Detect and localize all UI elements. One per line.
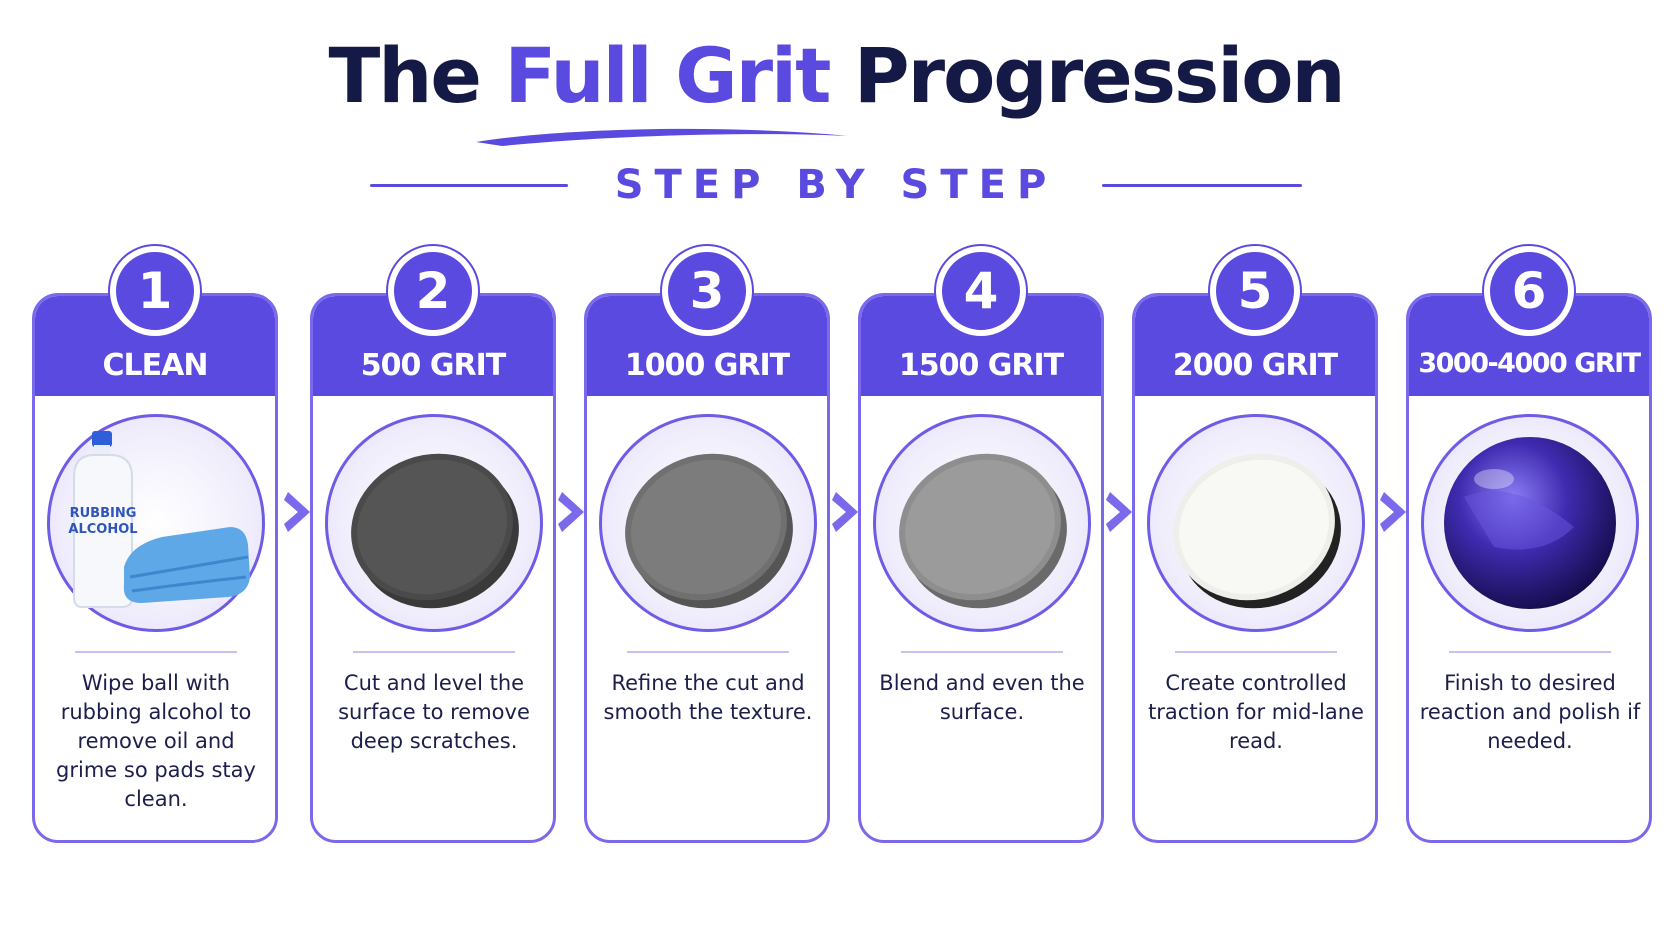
card-header: 500 GRIT	[313, 296, 553, 396]
card-divider	[901, 651, 1063, 653]
step-card-2000-grit: 2000 GRIT Create controlled traction for…	[1132, 293, 1378, 843]
step-number-badge-4: 4	[936, 246, 1026, 336]
chevron-right-icon	[1106, 492, 1132, 532]
card-divider	[1175, 651, 1337, 653]
card-divider	[75, 651, 237, 653]
step-number-badge-6: 6	[1484, 246, 1574, 336]
title-accent: Full Grit	[504, 31, 831, 120]
svg-text:ALCOHOL: ALCOHOL	[68, 522, 137, 537]
step-label: 500 GRIT	[360, 348, 506, 383]
chevron-right-icon	[558, 492, 584, 532]
step-description: Blend and even the surface.	[879, 671, 1085, 724]
step-number-badge-2: 2	[388, 246, 478, 336]
card-divider	[1449, 651, 1611, 653]
step-card-1500-grit: 1500 GRIT Blend and even the surface.	[858, 293, 1104, 843]
dark-gray-sanding-pad-image	[325, 414, 543, 632]
light-gray-sanding-pad-image	[873, 414, 1091, 632]
step-label: 2000 GRIT	[1172, 348, 1338, 383]
chevron-right-icon	[1380, 492, 1406, 532]
card-header: CLEAN	[35, 296, 275, 396]
step-description: Create controlled traction for mid-lane …	[1148, 671, 1364, 753]
page-title: The Full Grit Progression	[0, 38, 1672, 114]
rubbing-alcohol-and-towel-image: RUBBING ALCOHOL	[47, 414, 265, 632]
step-label: CLEAN	[102, 348, 209, 383]
purple-bowling-ball-image	[1421, 414, 1639, 632]
step-description: Finish to desired reaction and polish if…	[1419, 671, 1641, 753]
subtitle-rule-right	[1102, 184, 1302, 187]
title-part-1: The	[328, 31, 505, 120]
step-card-1000-grit: 1000 GRIT Refine the cut and smooth the …	[584, 293, 830, 843]
step-label: 1500 GRIT	[898, 348, 1064, 383]
step-description: Refine the cut and smooth the texture.	[603, 671, 813, 724]
brush-underline	[476, 128, 848, 146]
chevron-right-icon	[832, 492, 858, 532]
step-number-badge-3: 3	[662, 246, 752, 336]
card-divider	[353, 651, 515, 653]
step-number-badge-1: 1	[110, 246, 200, 336]
chevron-right-icon	[284, 492, 310, 532]
step-card-clean: CLEAN RUBBING ALCOHOL Wipe ball with rub…	[32, 293, 278, 843]
gray-sanding-pad-image	[599, 414, 817, 632]
bottle-label-text: RUBBING	[70, 506, 137, 521]
step-description: Cut and level the surface to remove deep…	[338, 671, 530, 753]
step-card-3000-4000-grit: 3000-4000 GRIT Finish to desired reactio…	[1406, 293, 1652, 843]
white-sanding-pad-image	[1147, 414, 1365, 632]
step-number-badge-5: 5	[1210, 246, 1300, 336]
subtitle-row: STEP BY STEP	[0, 160, 1672, 210]
step-label: 3000-4000 GRIT	[1418, 348, 1641, 379]
step-description: Wipe ball with rubbing alcohol to remove…	[56, 671, 256, 811]
step-card-500-grit: 500 GRIT Cut and level the surface to re…	[310, 293, 556, 843]
step-label: 1000 GRIT	[624, 348, 790, 383]
title-part-2: Progression	[829, 31, 1346, 120]
card-divider	[627, 651, 789, 653]
subtitle-rule-left	[370, 184, 568, 187]
subtitle: STEP BY STEP	[614, 162, 1058, 208]
